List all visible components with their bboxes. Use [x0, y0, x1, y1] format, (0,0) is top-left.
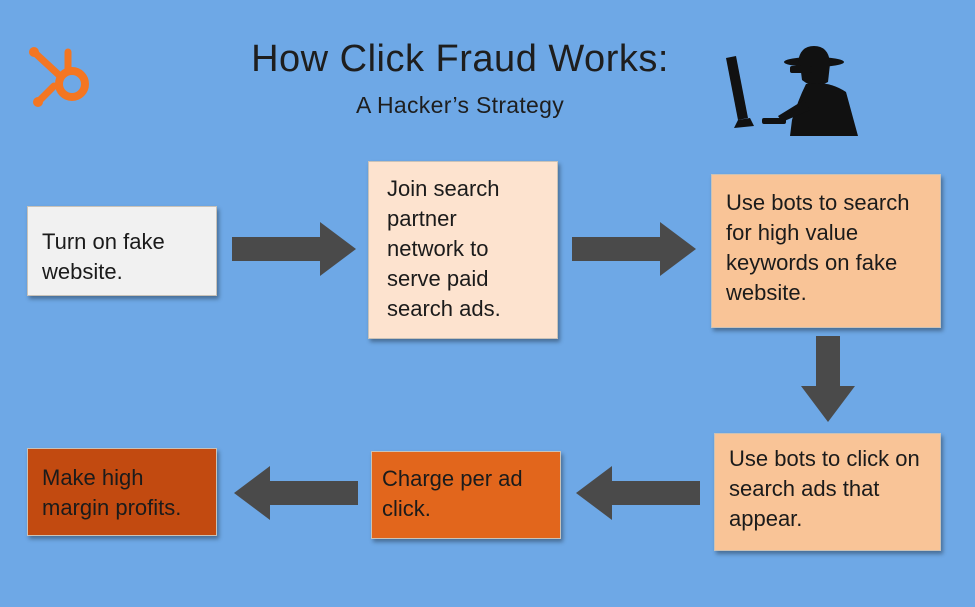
arrow-right-icon: [572, 222, 696, 276]
diagram-subtitle: A Hacker’s Strategy: [355, 92, 565, 118]
arrow-right-icon: [232, 222, 356, 276]
hubspot-sprocket-icon: [29, 47, 89, 107]
step-charge-per-click: Charge per ad click.: [371, 451, 561, 539]
step-make-profits: Make high margin profits.: [27, 448, 217, 536]
arrow-down-icon: [801, 336, 855, 422]
step-join-search-partner-network: Join search partner network to serve pai…: [368, 161, 558, 339]
step-bots-search-keywords: Use bots to search for high value keywor…: [711, 174, 941, 328]
diagram-title: How Click Fraud Works:: [251, 38, 669, 80]
hacker-at-computer-icon: [726, 46, 858, 136]
arrow-left-icon: [234, 466, 358, 520]
step-bots-click-ads: Use bots to click on search ads that app…: [714, 433, 941, 551]
arrow-left-icon: [576, 466, 700, 520]
step-turn-on-fake-website: Turn on fake website.: [27, 206, 217, 296]
